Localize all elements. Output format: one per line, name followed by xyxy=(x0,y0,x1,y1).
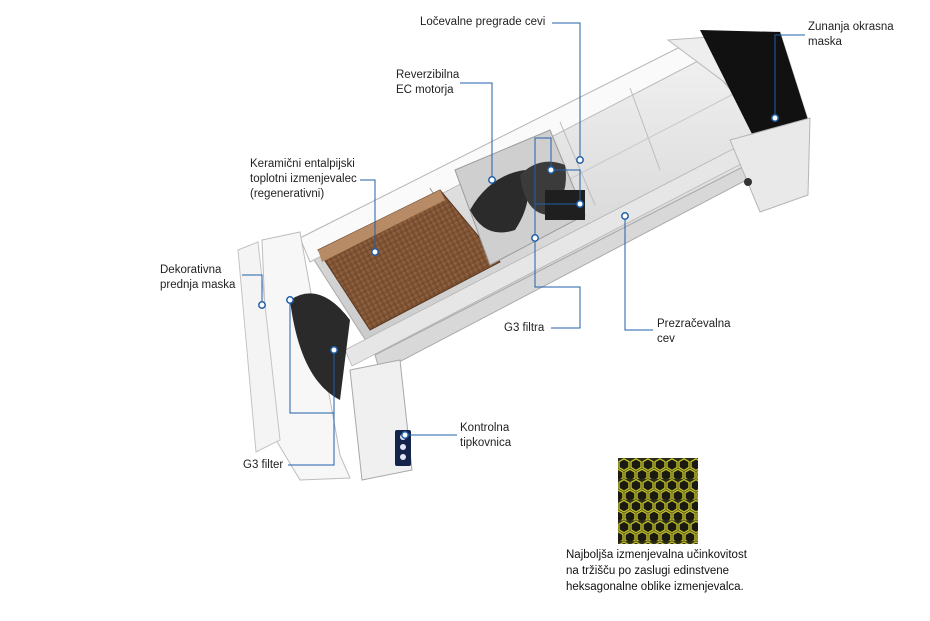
label-line: cev xyxy=(657,333,675,345)
label-line: Kontrolna xyxy=(460,422,510,434)
label-line: (regenerativni) xyxy=(250,188,325,200)
ceramic-heat-exchanger xyxy=(317,189,501,331)
label-line: EC motorja xyxy=(396,84,454,96)
label-ec-motor: Reverzibilna EC motorja xyxy=(396,68,459,98)
label-line: Zunanja okrasna xyxy=(808,21,894,33)
honeycomb-caption: Najboljša izmenjevalna učinkovitost na t… xyxy=(566,547,796,595)
label-dekorativna-maska: Dekorativna prednja maska xyxy=(160,263,235,293)
ec-motor-area xyxy=(454,129,586,266)
label-line: Ločevalne pregrade cevi xyxy=(420,16,546,28)
leader-lines xyxy=(242,22,805,466)
label-line: G3 filter xyxy=(243,459,284,471)
label-zunanja-maska: Zunanja okrasna maska xyxy=(808,20,894,50)
front-housing xyxy=(261,231,413,481)
outer-mask xyxy=(666,30,811,213)
label-line: maska xyxy=(808,36,842,48)
label-line: Reverzibilna xyxy=(396,69,460,81)
caption-line: na tržišču po zaslugi edinstvene xyxy=(566,565,730,577)
label-line: Prezračevalna xyxy=(657,318,731,330)
label-heat-exchanger: Keramični entalpijski toplotni izmenjeva… xyxy=(250,157,357,202)
label-line: Keramični entalpijski xyxy=(250,158,355,170)
leader-dots xyxy=(258,114,779,439)
honeycomb-detail-image xyxy=(618,458,698,544)
decorative-front-mask xyxy=(237,241,281,453)
label-line: Dekorativna xyxy=(160,264,222,276)
caption-line: Najboljša izmenjevalna učinkovitost xyxy=(566,549,747,561)
label-prezracevalna-cev: Prezračevalna cev xyxy=(657,317,731,347)
label-kontrolna-tipkovnica: Kontrolna tipkovnica xyxy=(460,421,511,451)
label-g3-filtra: G3 filtra xyxy=(504,321,544,336)
label-line: tipkovnica xyxy=(460,437,512,449)
label-g3-filter: G3 filter xyxy=(243,458,283,473)
label-line: prednja maska xyxy=(160,279,236,291)
label-line: toplotni izmenjevalec xyxy=(250,173,357,185)
label-line: G3 filtra xyxy=(504,322,545,334)
label-locevalne-pregrade: Ločevalne pregrade cevi xyxy=(420,15,545,30)
caption-line: heksagonalne oblike izmenjevalca. xyxy=(566,581,744,593)
